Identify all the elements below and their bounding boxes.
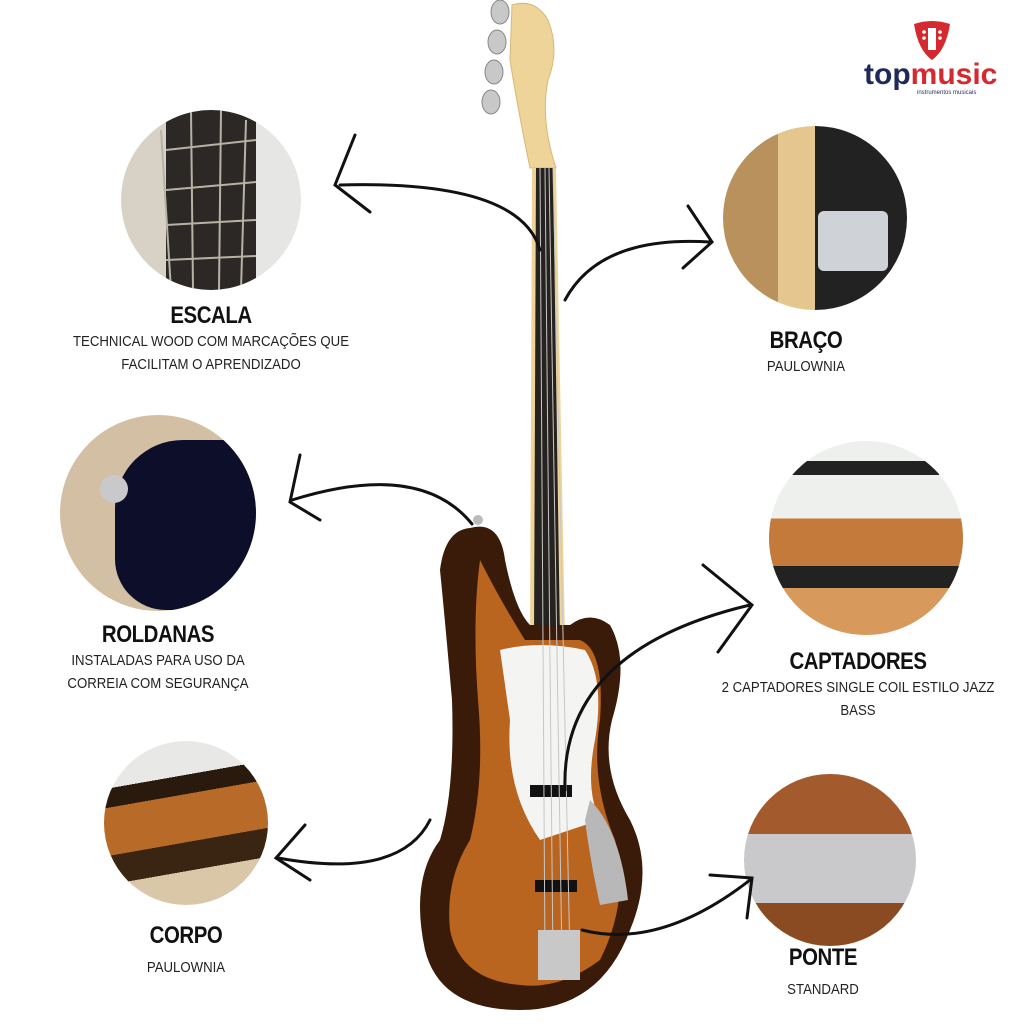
corpo-photo bbox=[104, 741, 268, 905]
feature-title: BRAÇO bbox=[769, 327, 843, 354]
feature-ponte: PONTE STANDARD bbox=[782, 944, 863, 1001]
feature-desc: TECHNICAL WOOD COM MARCAÇÕES QUE bbox=[72, 333, 350, 350]
pointer-arrows bbox=[273, 133, 755, 936]
feature-desc: FACILITAM O APRENDIZADO bbox=[121, 356, 301, 373]
braco-photo bbox=[723, 126, 907, 310]
feature-corpo: CORPO PAULOWNIA bbox=[142, 922, 231, 979]
feature-captadores: CAPTADORES 2 CAPTADORES SINGLE COIL ESTI… bbox=[703, 648, 1013, 722]
feature-desc: STANDARD bbox=[787, 981, 859, 998]
feature-title: PONTE bbox=[788, 944, 858, 971]
feature-desc: PAULOWNIA bbox=[146, 959, 226, 976]
feature-title: CAPTADORES bbox=[789, 648, 927, 675]
escala-photo bbox=[121, 110, 301, 290]
arrow-braco bbox=[563, 239, 712, 302]
arrow-roldanas bbox=[290, 483, 474, 526]
ponte-photo bbox=[744, 774, 916, 946]
arrow-corpo bbox=[276, 818, 432, 866]
feature-desc: 2 CAPTADORES SINGLE COIL ESTILO JAZZ bbox=[721, 679, 995, 696]
feature-roldanas: ROLDANAS INSTALADAS PARA USO DA CORREIA … bbox=[55, 621, 261, 695]
feature-desc: CORREIA COM SEGURANÇA bbox=[67, 675, 249, 692]
roldanas-photo bbox=[60, 415, 256, 611]
feature-desc: INSTALADAS PARA USO DA bbox=[71, 652, 245, 669]
svg-text:topmusic: topmusic bbox=[864, 58, 997, 91]
feature-braco: BRAÇO PAULOWNIA bbox=[762, 327, 851, 378]
feature-desc: BASS bbox=[840, 702, 876, 719]
feature-title: CORPO bbox=[149, 922, 223, 949]
feature-title: ROLDANAS bbox=[101, 621, 215, 648]
arrow-escala bbox=[338, 183, 542, 252]
topmusic-logo: topmusic instrumentos musicais bbox=[862, 20, 1002, 100]
arrow-captadores bbox=[563, 603, 752, 792]
captadores-photo bbox=[769, 441, 963, 635]
feature-title: ESCALA bbox=[170, 302, 252, 329]
svg-text:instrumentos musicais: instrumentos musicais bbox=[917, 90, 976, 96]
feature-desc: PAULOWNIA bbox=[766, 358, 846, 375]
arrow-ponte bbox=[580, 878, 752, 936]
feature-escala: ESCALA TECHNICAL WOOD COM MARCAÇÕES QUE … bbox=[54, 302, 368, 376]
